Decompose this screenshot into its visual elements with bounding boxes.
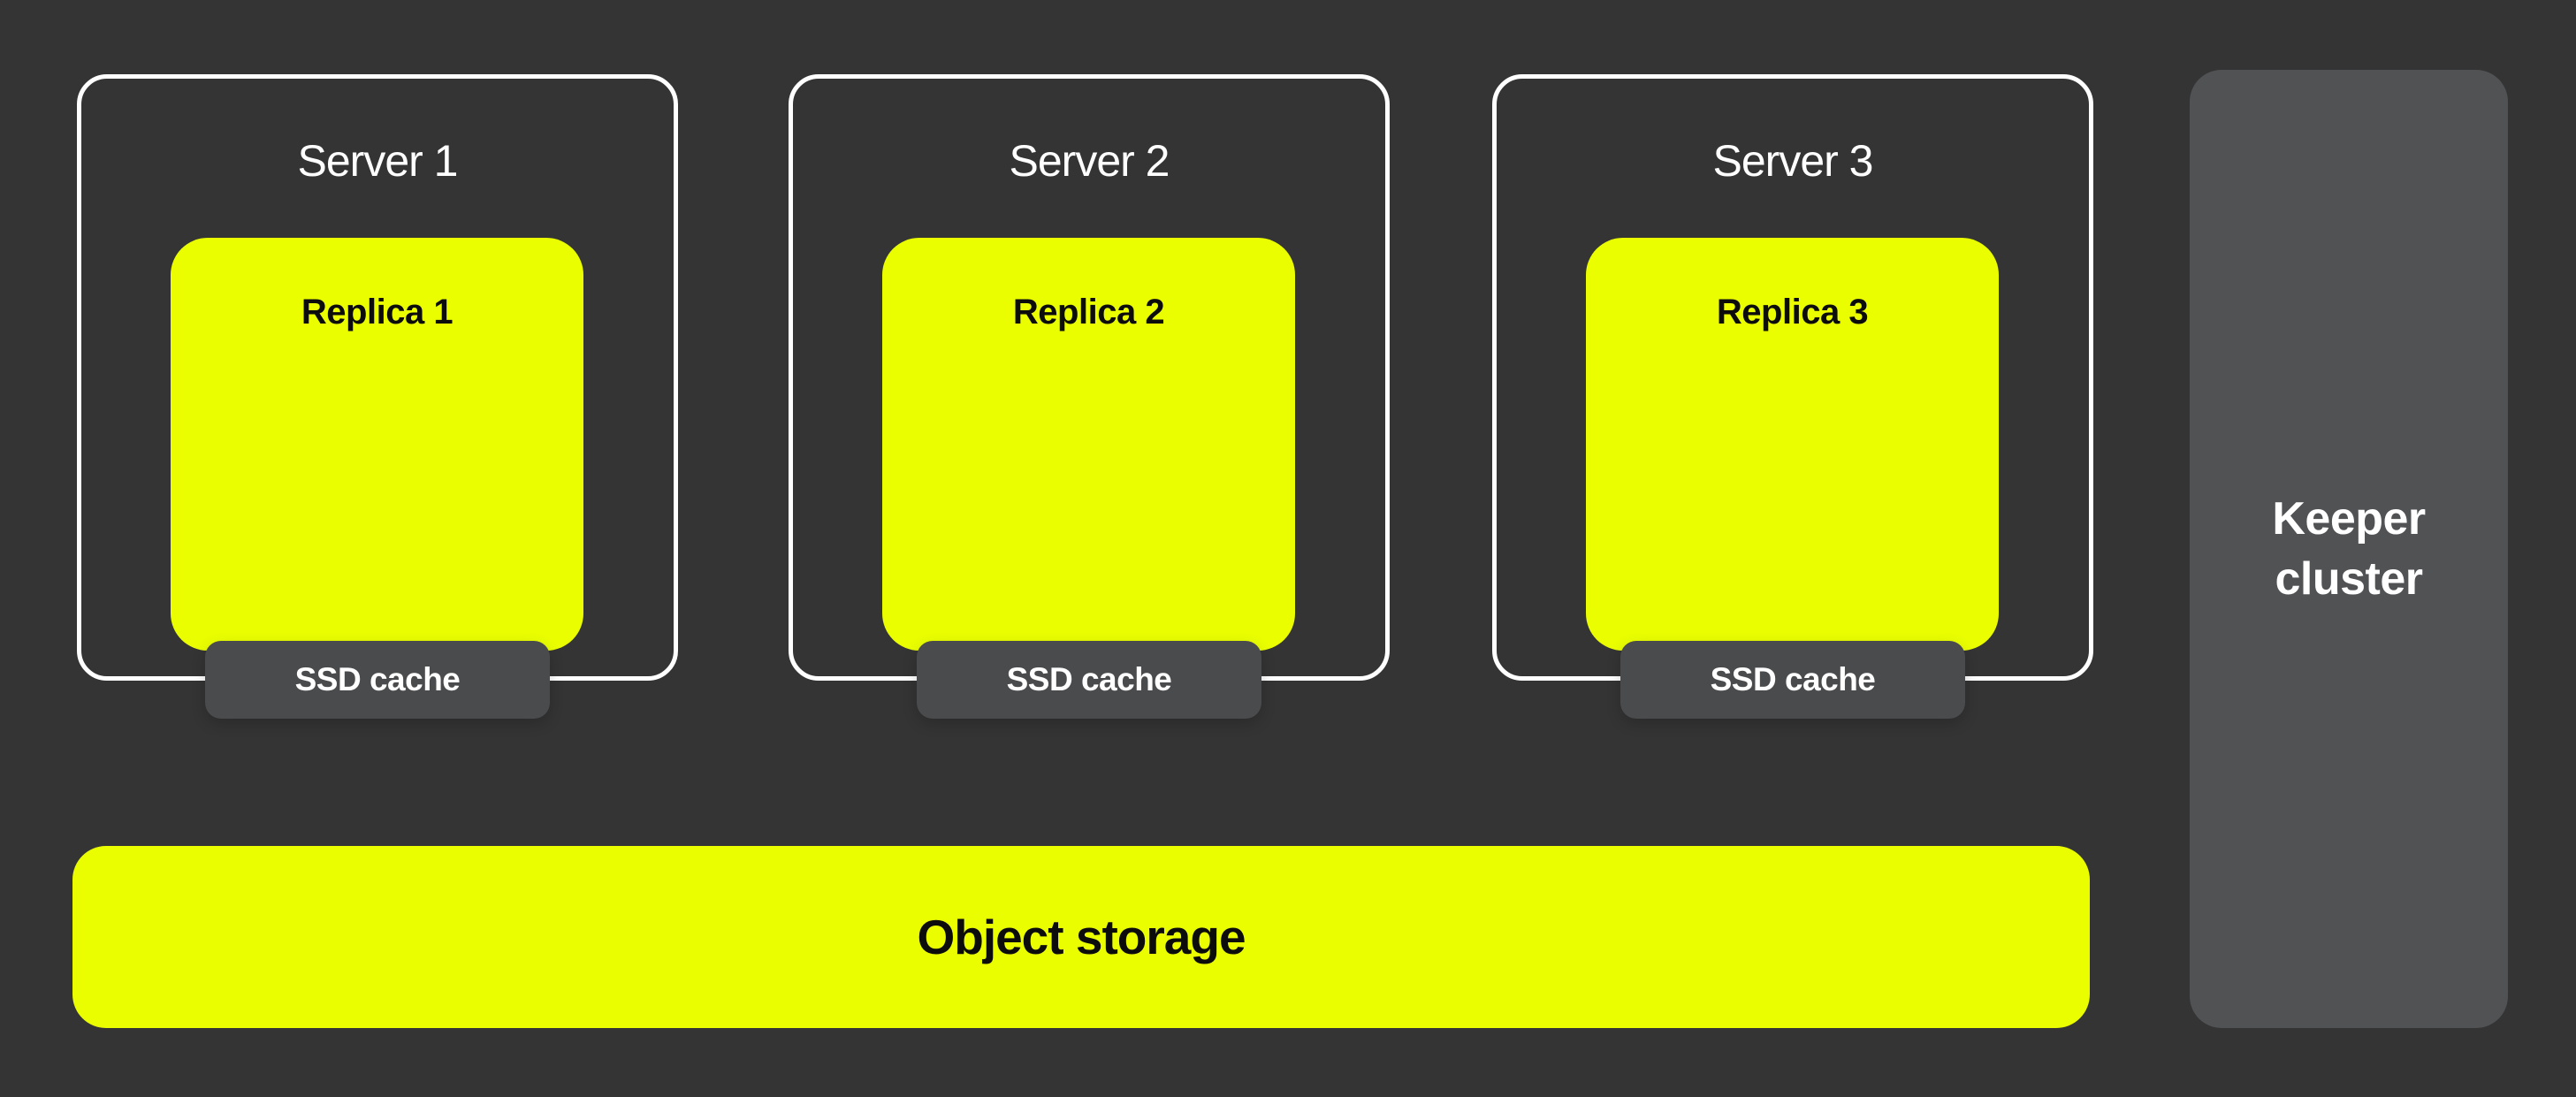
server-2-box: Server 2 Replica 2 SSD cache xyxy=(789,74,1390,719)
server-3-ssd-cache-label: SSD cache xyxy=(1710,661,1876,697)
server-1-ssd-cache-label: SSD cache xyxy=(294,661,461,697)
server-3-box: Server 3 Replica 3 SSD cache xyxy=(1492,74,2093,719)
replica-1-box: Replica 1 xyxy=(171,238,583,651)
replica-2-box: Replica 2 xyxy=(882,238,1295,651)
object-storage-bar: Object storage xyxy=(72,846,2090,1028)
replica-1-label: Replica 1 xyxy=(301,293,453,331)
keeper-cluster-label: Keeper cluster xyxy=(2272,493,2426,605)
keeper-cluster-box: Keeper cluster xyxy=(2190,70,2508,1028)
replica-3-box: Replica 3 xyxy=(1586,238,1999,651)
replica-2-label: Replica 2 xyxy=(1012,293,1165,331)
server-3-title: Server 3 xyxy=(1712,136,1874,186)
server-1-box: Server 1 Replica 1 SSD cache xyxy=(77,74,678,719)
object-storage-label: Object storage xyxy=(917,910,1246,964)
replica-3-label: Replica 3 xyxy=(1716,293,1869,331)
server-2-ssd-cache-badge: SSD cache xyxy=(917,641,1261,719)
server-1-title: Server 1 xyxy=(297,136,459,186)
server-1-ssd-cache-badge: SSD cache xyxy=(205,641,550,719)
server-2-ssd-cache-label: SSD cache xyxy=(1006,661,1172,697)
server-2-title: Server 2 xyxy=(1009,136,1170,186)
server-3-ssd-cache-badge: SSD cache xyxy=(1620,641,1965,719)
